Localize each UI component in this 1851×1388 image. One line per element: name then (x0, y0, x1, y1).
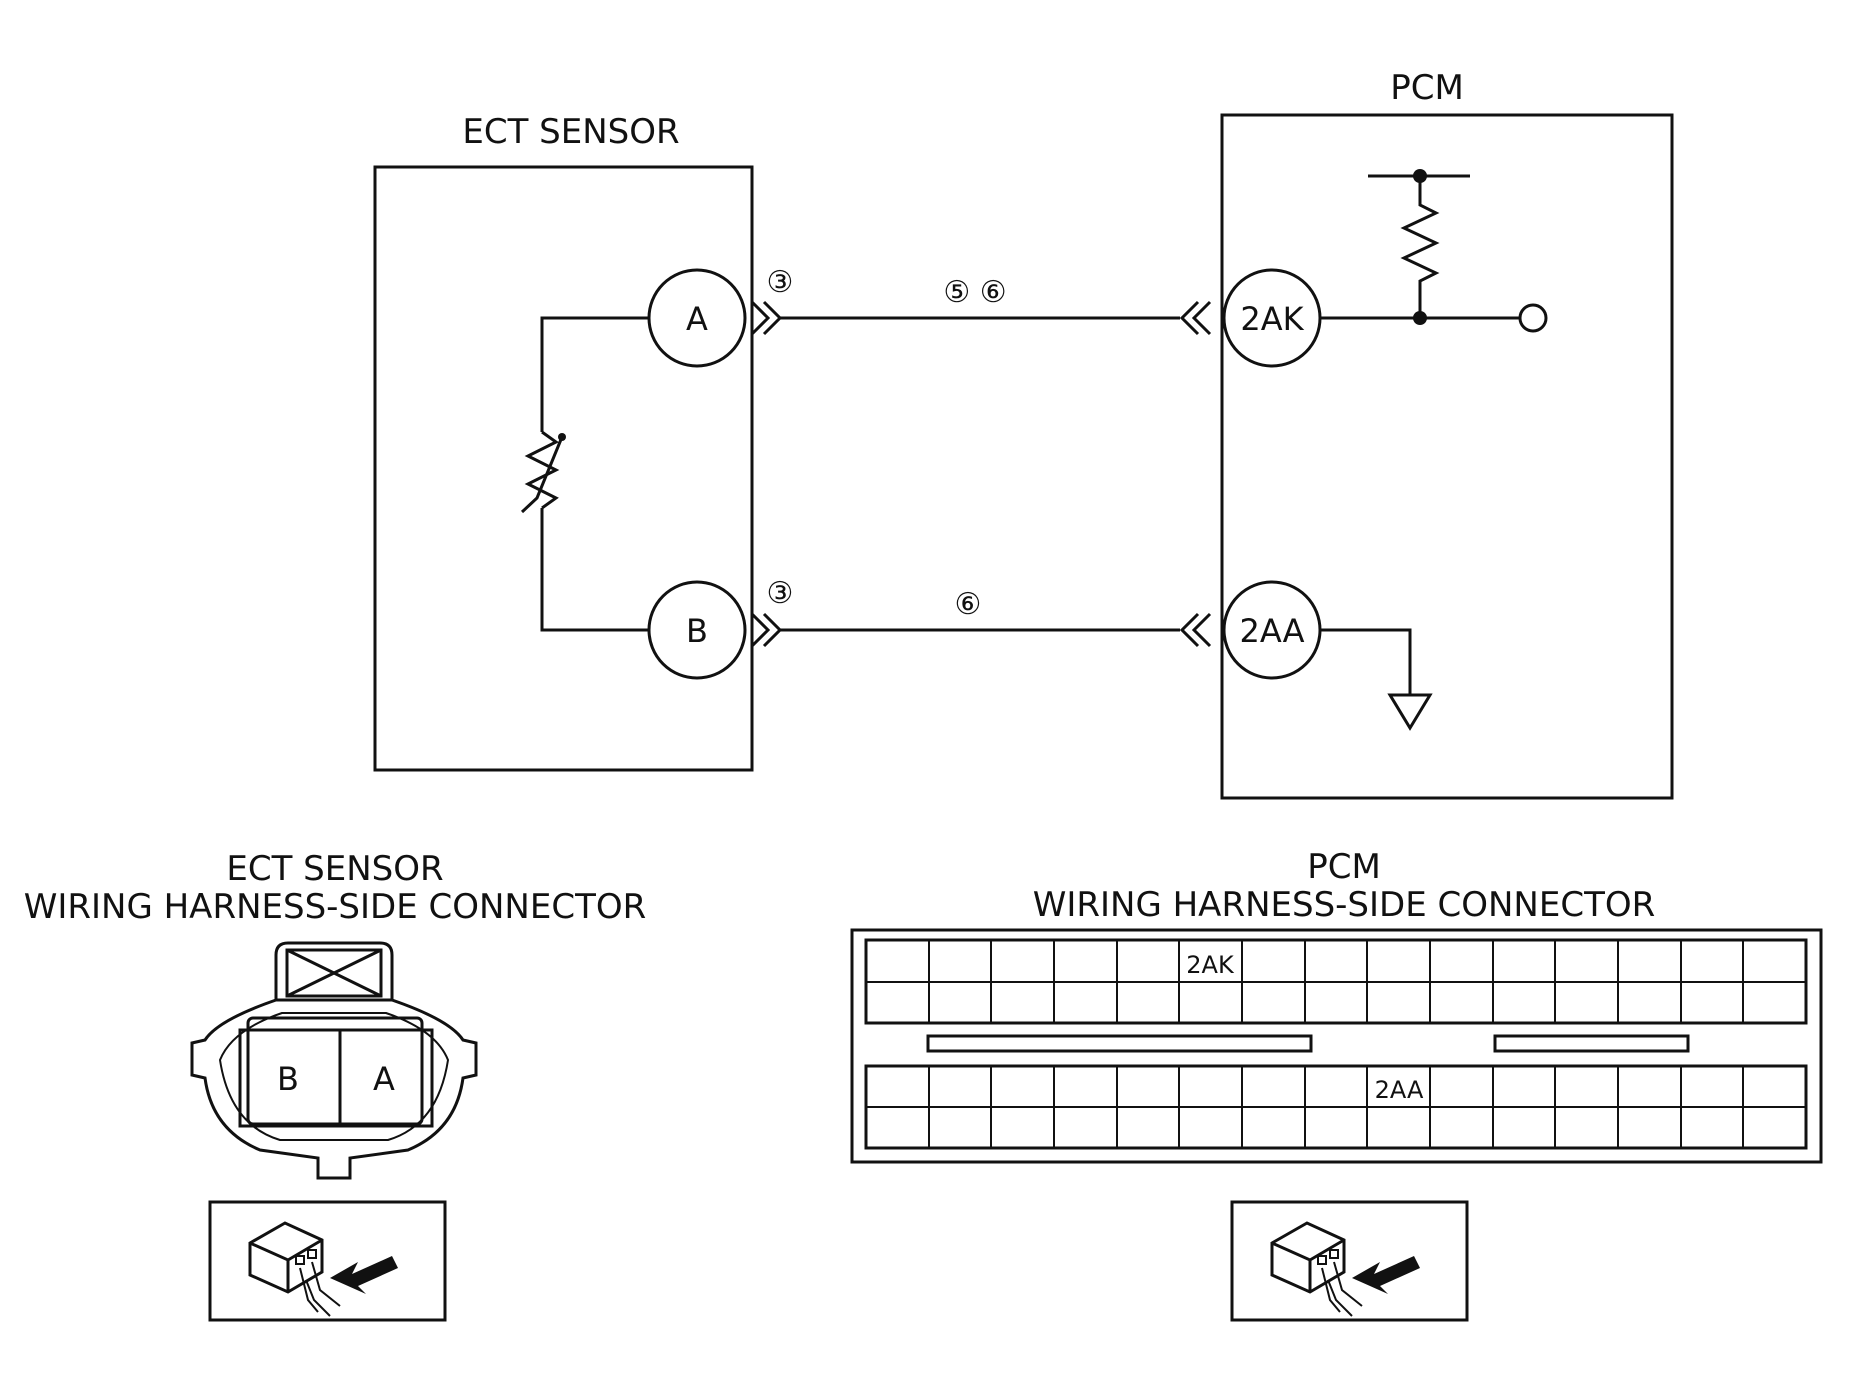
ect-pin-b-circle (647, 580, 747, 680)
wire-ground-inspect-mark: ⑥ (955, 587, 982, 622)
ect-pin-a-label: A (686, 300, 708, 338)
pcm-2aa-ground-line (1320, 628, 1412, 695)
ect-internal-wire-bottom (540, 508, 649, 632)
pcm-cell-2ak: 2AK (1186, 951, 1235, 979)
ect-inspect-mark-b: ③ (767, 576, 794, 611)
ground-symbol-icon (1387, 693, 1433, 731)
thermistor-icon (520, 430, 566, 514)
ect-internal-wire-top (540, 316, 649, 432)
ect-terminal-a-cell (338, 1028, 434, 1128)
pcm-connector-housing (850, 928, 1823, 1164)
pcm-box (1220, 113, 1674, 800)
wire-signal-inspect-marks: ⑤ ⑥ (943, 275, 1006, 310)
ect-terminal-b-label: B (277, 1060, 299, 1098)
ect-pin-a-circle (647, 268, 747, 368)
ect-sensor-title: ECT SENSOR (462, 112, 679, 152)
ect-connector-face: B A (190, 941, 478, 1180)
pcm-connector-key-left (926, 1034, 1313, 1053)
ect-sensor-box (373, 165, 754, 772)
ect-terminal-a-label: A (373, 1060, 395, 1098)
pcm-block: PCM 2AK 2AA (1220, 68, 1674, 800)
pullup-resistor-icon (1400, 176, 1440, 318)
pcm-title: PCM (1390, 68, 1464, 108)
pcm-pin-2aa-label: 2AA (1239, 612, 1304, 650)
pcm-harness-view-direction-icon (1230, 1200, 1469, 1322)
pcm-junction-top (1413, 169, 1427, 183)
pcm-connector-chevron-2ak-icon (1179, 300, 1212, 336)
pcm-connector-key-right (1493, 1034, 1690, 1053)
ect-latch-icon (285, 948, 383, 998)
ect-connector-title-line2: WIRING HARNESS-SIDE CONNECTOR (24, 887, 647, 927)
ect-connector-chevron-b-icon (750, 612, 783, 648)
ect-harness-connector: ECT SENSOR WIRING HARNESS-SIDE CONNECTOR… (24, 849, 647, 1322)
pcm-harness-connector: PCM WIRING HARNESS-SIDE CONNECTOR 2AK (850, 847, 1823, 1322)
pcm-signal-input-terminal (1518, 303, 1548, 333)
pcm-connector-title-line2: WIRING HARNESS-SIDE CONNECTOR (1033, 885, 1656, 925)
pcm-connector-title-line1: PCM (1307, 847, 1381, 887)
pcm-connector-chevron-2aa-icon (1179, 612, 1212, 648)
pcm-pin-2ak-label: 2AK (1240, 300, 1304, 338)
pcm-cell-2aa: 2AA (1375, 1076, 1424, 1104)
pcm-junction-signal (1413, 311, 1427, 325)
ect-sensor-block: ECT SENSOR A B ③ ③ (373, 112, 794, 772)
ect-connector-title-line1: ECT SENSOR (226, 849, 443, 889)
harness-view-direction-icon (208, 1200, 447, 1322)
ect-connector-chevron-a-icon (750, 300, 783, 336)
ect-pin-b-label: B (686, 612, 708, 650)
ect-inspect-mark-a: ③ (767, 265, 794, 300)
